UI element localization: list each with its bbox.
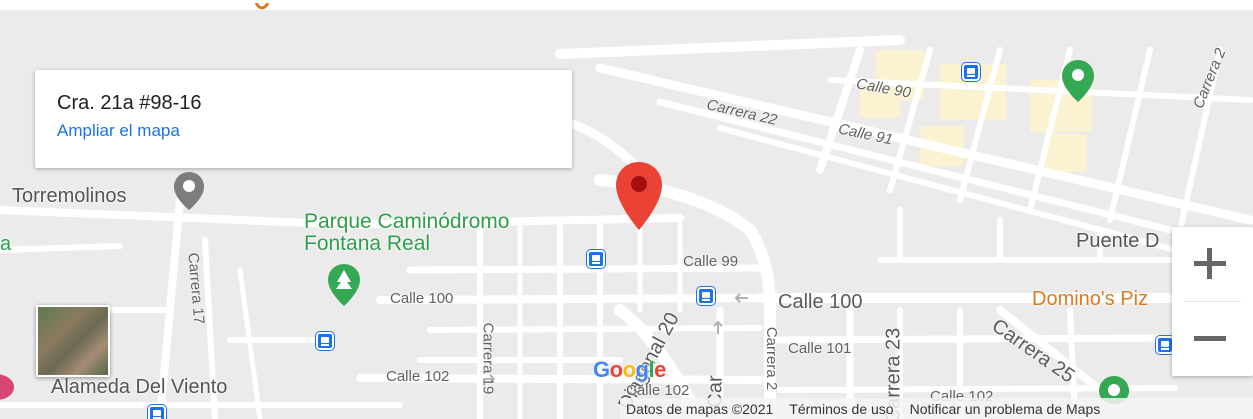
view-larger-map-link[interactable]: Ampliar el mapa (57, 121, 180, 140)
map-data-attribution: Datos de mapas ©2021 (626, 400, 774, 417)
map-canvas[interactable]: Calle 90 Carrera 22 Calle 91 Carrera 2 C… (0, 10, 1253, 419)
bus-stop-icon[interactable] (697, 287, 715, 305)
park-tree-icon[interactable] (326, 262, 362, 313)
top-edge-fragment (254, 0, 270, 10)
logo-letter: e (654, 357, 666, 382)
poi-label-alameda[interactable]: Alameda Del Viento (51, 376, 228, 398)
poi-label-line: Parque Caminódromo (304, 210, 510, 233)
place-info-card: Cra. 21a #98-16 Ampliar el mapa (35, 70, 572, 168)
bus-stop-icon[interactable] (962, 63, 980, 81)
street-label: Calle 100 (778, 291, 863, 313)
street-label: Calle 102 (386, 368, 450, 385)
logo-letter: g (635, 357, 649, 382)
street-label: Carrera 2 (763, 326, 781, 391)
satellite-toggle-button[interactable] (36, 305, 110, 377)
zoom-divider (1184, 301, 1241, 302)
street-label: Calle 100 (390, 290, 454, 307)
zoom-out-button[interactable] (1172, 302, 1253, 376)
minus-icon (1194, 336, 1226, 341)
street-label: Calle 102 (626, 382, 690, 399)
terms-of-use-link[interactable]: Términos de uso (789, 400, 894, 417)
poi-marker-icon[interactable] (172, 170, 206, 217)
poi-marker-icon[interactable] (1060, 58, 1096, 109)
place-address: Cra. 21a #98-16 (57, 92, 202, 114)
location-pin-icon[interactable] (614, 160, 664, 237)
map-footer: Datos de mapas ©2021 Términos de uso Not… (620, 398, 1253, 419)
street-label: Calle 99 (683, 253, 739, 270)
poi-label-puente[interactable]: Puente D (1076, 230, 1160, 252)
logo-letter: l (648, 357, 655, 382)
street-label: Carrera 19 (479, 322, 497, 395)
bus-stop-icon[interactable] (316, 332, 334, 350)
poi-marker-icon[interactable] (0, 372, 16, 407)
google-logo: Google (593, 357, 666, 383)
poi-label-dominos[interactable]: Domino's Piz (1032, 288, 1149, 310)
logo-letter: o (622, 357, 636, 382)
poi-label-torremolinos[interactable]: Torremolinos (12, 185, 127, 207)
bus-stop-icon[interactable] (587, 250, 605, 268)
logo-letter: G (593, 357, 610, 382)
zoom-controls (1172, 227, 1253, 376)
poi-label-line: Fontana Real (304, 232, 431, 255)
plus-icon-vertical (1207, 248, 1212, 279)
poi-label-parque[interactable]: Parque Caminódromo Fontana Real (304, 211, 509, 255)
zoom-in-button[interactable] (1172, 227, 1253, 301)
bus-stop-icon[interactable] (148, 405, 166, 419)
edge-label-fragment: a (0, 233, 12, 255)
poi-marker-icon[interactable] (1097, 374, 1131, 411)
report-problem-link[interactable]: Notificar un problema de Maps (909, 400, 1101, 417)
logo-letter: o (609, 357, 623, 382)
street-label: Calle 101 (788, 340, 852, 357)
